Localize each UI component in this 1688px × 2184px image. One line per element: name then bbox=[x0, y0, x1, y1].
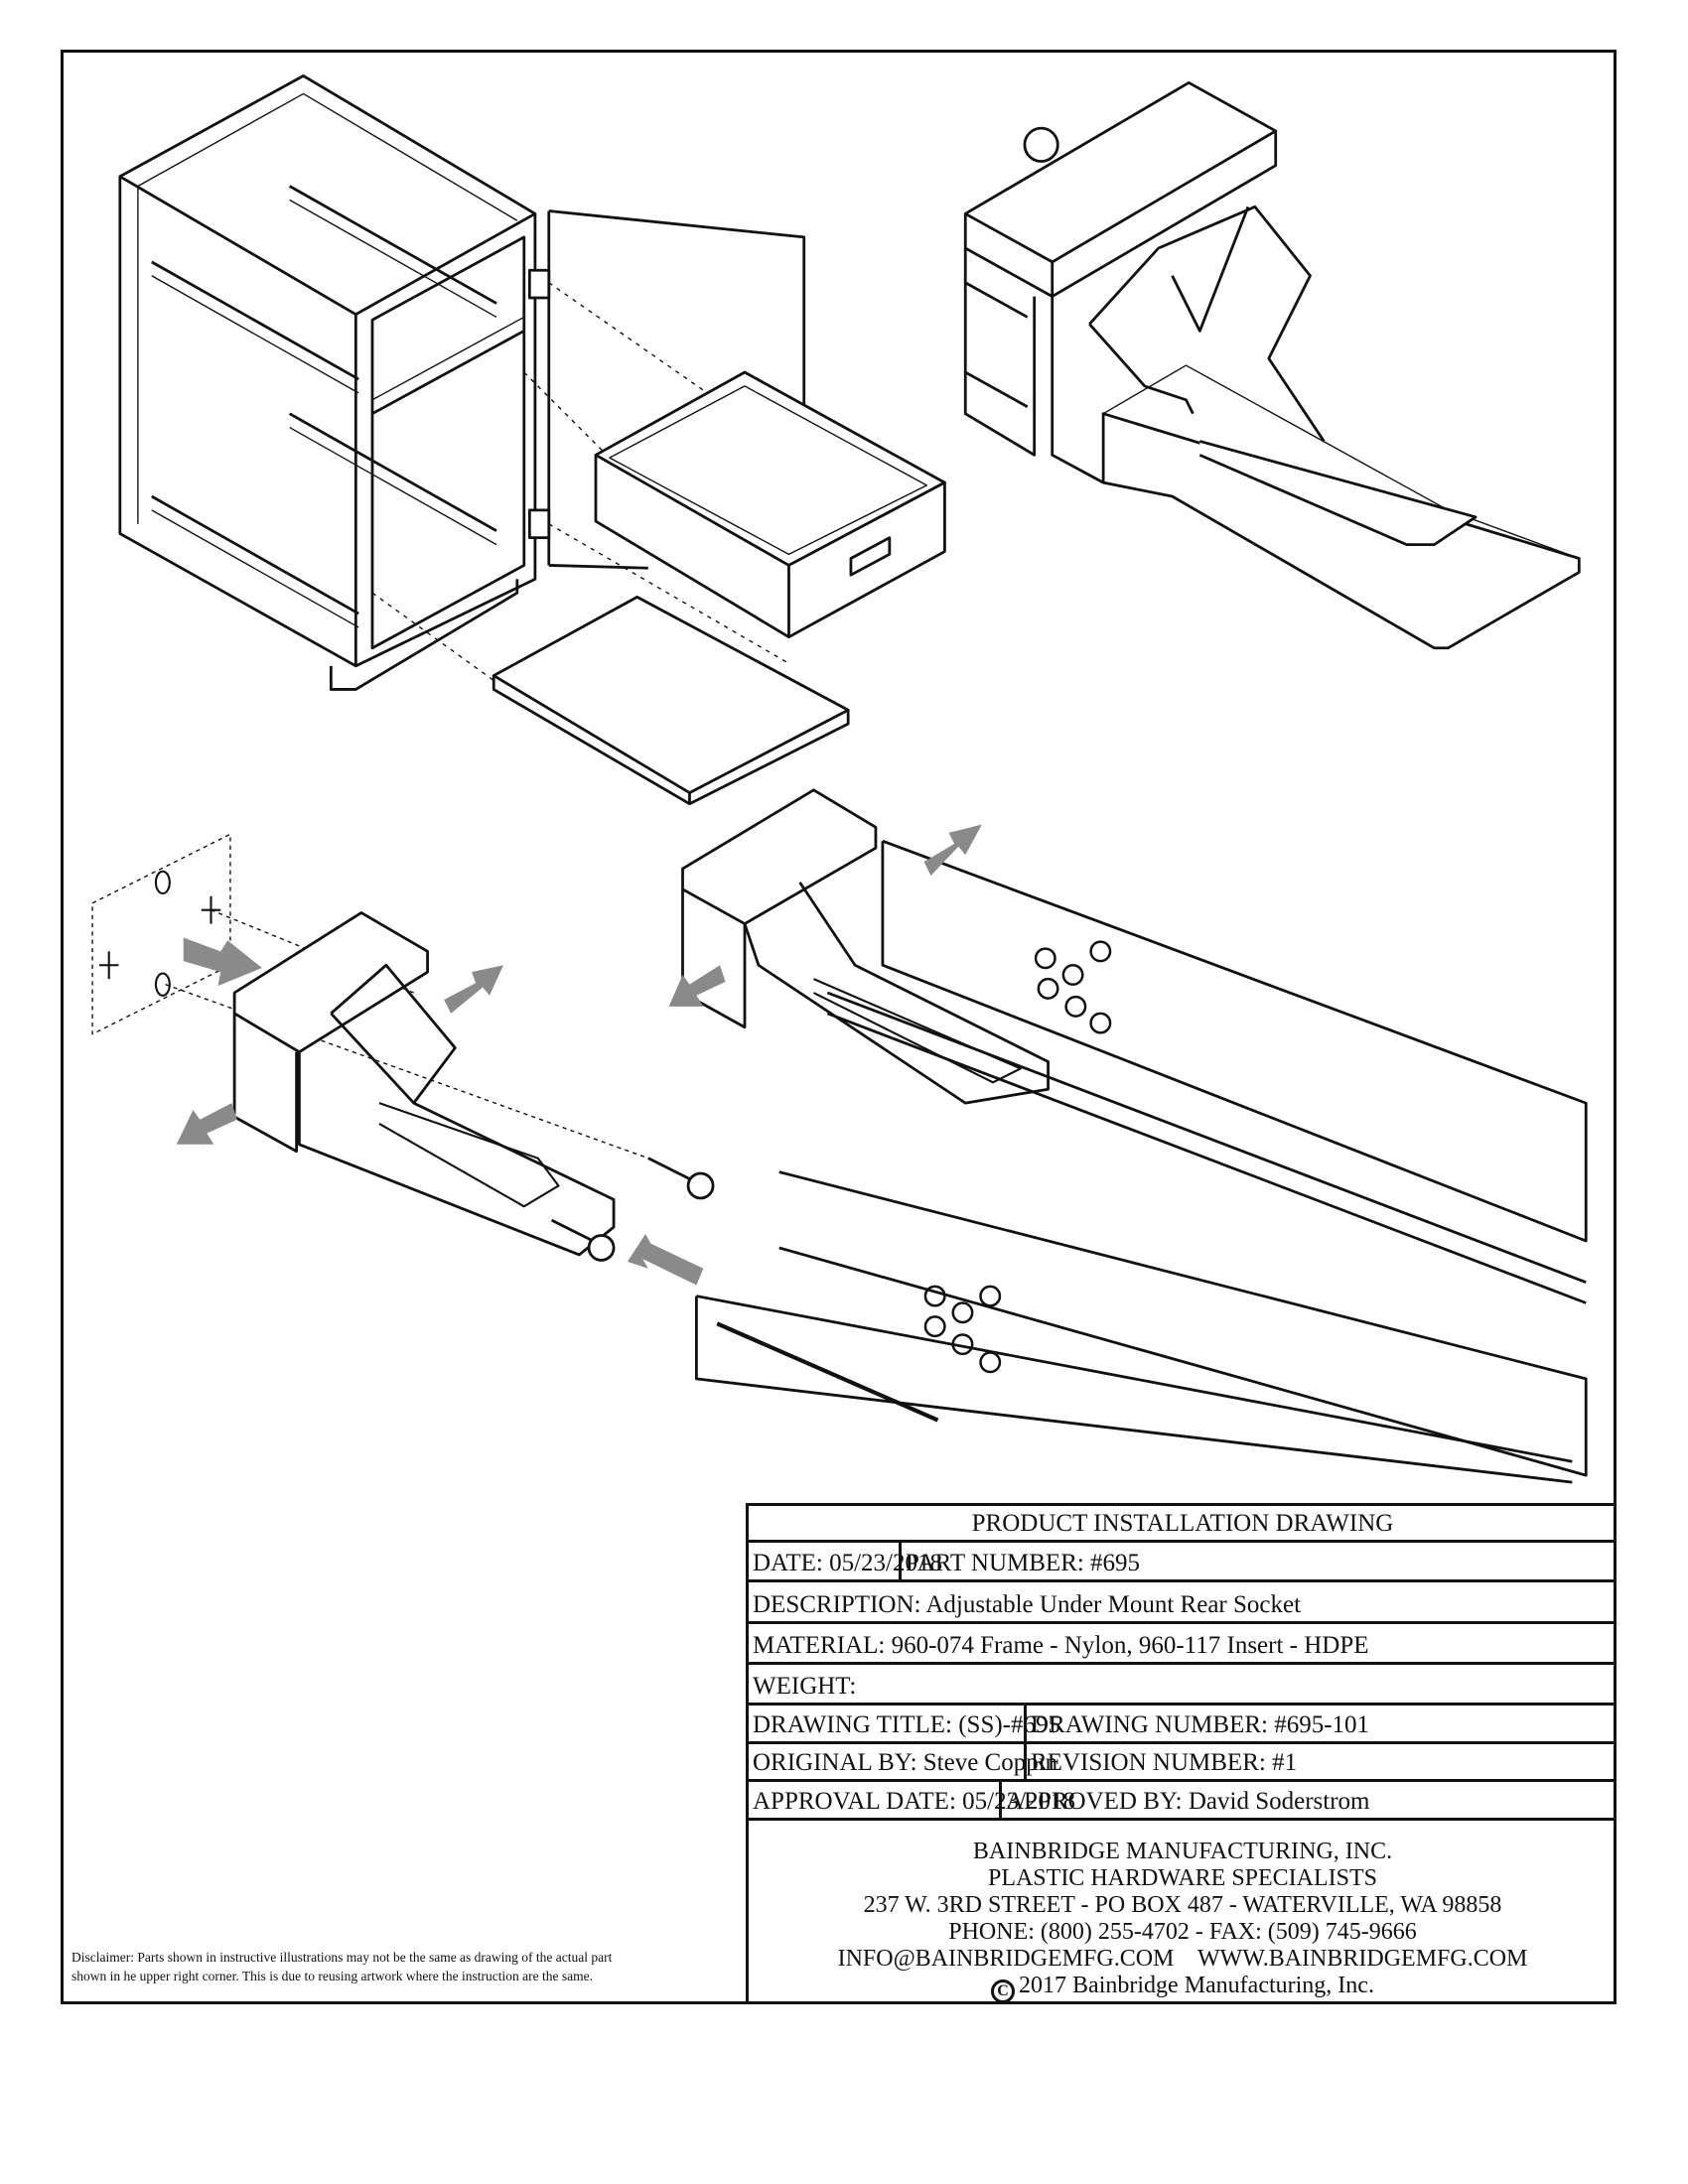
drawing-title-row: DRAWING TITLE: (SS)-#695 DRAWING NUMBER:… bbox=[749, 1706, 1617, 1744]
title-block: PRODUCT INSTALLATION DRAWING DATE: 05/23… bbox=[746, 1503, 1617, 2003]
rear-socket-detail bbox=[963, 80, 1581, 650]
drawing-type-title: PRODUCT INSTALLATION DRAWING bbox=[971, 1509, 1394, 1537]
revision-number-field: REVISION NUMBER: #1 bbox=[1024, 1744, 1617, 1779]
drawing-border bbox=[61, 50, 1617, 2004]
description-row: DESCRIPTION: Adjustable Under Mount Rear… bbox=[749, 1582, 1617, 1624]
copyright-icon: C bbox=[991, 1979, 1016, 2003]
door-panel bbox=[371, 209, 806, 684]
disclaimer-line-1: Disclaimer: Parts shown in instructive i… bbox=[71, 1950, 613, 1965]
rear-socket-left bbox=[232, 911, 616, 1257]
description-field: DESCRIPTION: Adjustable Under Mount Rear… bbox=[753, 1591, 1302, 1618]
drawer-slide-upper bbox=[826, 839, 1588, 1304]
arrow-icon bbox=[444, 965, 503, 1014]
part-number-field: PART NUMBER: #695 bbox=[899, 1543, 1617, 1579]
company-info: BAINBRIDGE MANUFACTURING, INC. PLASTIC H… bbox=[749, 1835, 1617, 2003]
screw-icon bbox=[550, 1218, 616, 1262]
arrow-icon bbox=[668, 965, 726, 1007]
date-part-row: DATE: 05/23/2018 PART NUMBER: #695 bbox=[749, 1543, 1617, 1582]
approved-by-field: APPROVED BY: David Soderstrom bbox=[999, 1782, 1617, 1818]
company-web: INFO@BAINBRIDGEMFG.COM WWW.BAINBRIDGEMFG… bbox=[837, 1946, 1528, 1972]
cabinet-wall-template bbox=[91, 833, 231, 1035]
weight-field: WEIGHT: bbox=[753, 1673, 857, 1700]
company-phone: PHONE: (800) 255-4702 - FAX: (509) 745-9… bbox=[948, 1919, 1417, 1945]
company-address: 237 W. 3RD STREET - PO BOX 487 - WATERVI… bbox=[863, 1892, 1502, 1918]
company-tagline: PLASTIC HARDWARE SPECIALISTS bbox=[987, 1865, 1378, 1891]
arrow-icon bbox=[176, 1103, 237, 1145]
date-field: DATE: 05/23/2018 bbox=[753, 1550, 942, 1576]
arrow-icon bbox=[183, 937, 262, 987]
drawer-bottom-panel bbox=[492, 596, 850, 806]
material-row: MATERIAL: 960-074 Frame - Nylon, 960-117… bbox=[749, 1624, 1617, 1665]
rear-socket-middle bbox=[681, 788, 1050, 1105]
arrow-icon bbox=[923, 824, 982, 876]
disclaimer: Disclaimer: Parts shown in instructive i… bbox=[71, 1948, 747, 1985]
cabinet-illustration bbox=[118, 74, 537, 691]
drawer-illustration bbox=[594, 370, 946, 639]
original-by-field: ORIGINAL BY: Steve Coppin bbox=[753, 1749, 1058, 1776]
drawing-number-field: DRAWING NUMBER: #695-101 bbox=[1024, 1706, 1617, 1741]
title-block-header-row: PRODUCT INSTALLATION DRAWING bbox=[749, 1506, 1617, 1543]
weight-row: WEIGHT: bbox=[749, 1665, 1617, 1706]
approval-date-field: APPROVAL DATE: 05/23/2018 bbox=[753, 1788, 1076, 1815]
screw-icon bbox=[647, 1157, 715, 1200]
drawing-title-field: DRAWING TITLE: (SS)-#695 bbox=[753, 1711, 1060, 1738]
approval-row: APPROVAL DATE: 05/23/2018 APPROVED BY: D… bbox=[749, 1782, 1617, 1821]
original-by-row: ORIGINAL BY: Steve Coppin REVISION NUMBE… bbox=[749, 1744, 1617, 1782]
company-copyright: 2017 Bainbridge Manufacturing, Inc. bbox=[1019, 1973, 1374, 1998]
disclaimer-line-2: shown in he upper right corner. This is … bbox=[71, 1969, 593, 1983]
drawer-slide-lower bbox=[695, 1170, 1588, 1484]
material-field: MATERIAL: 960-074 Frame - Nylon, 960-117… bbox=[753, 1632, 1369, 1659]
arrow-icon bbox=[627, 1234, 704, 1286]
company-name: BAINBRIDGE MANUFACTURING, INC. bbox=[972, 1839, 1393, 1864]
slide-holes bbox=[923, 940, 1112, 1374]
